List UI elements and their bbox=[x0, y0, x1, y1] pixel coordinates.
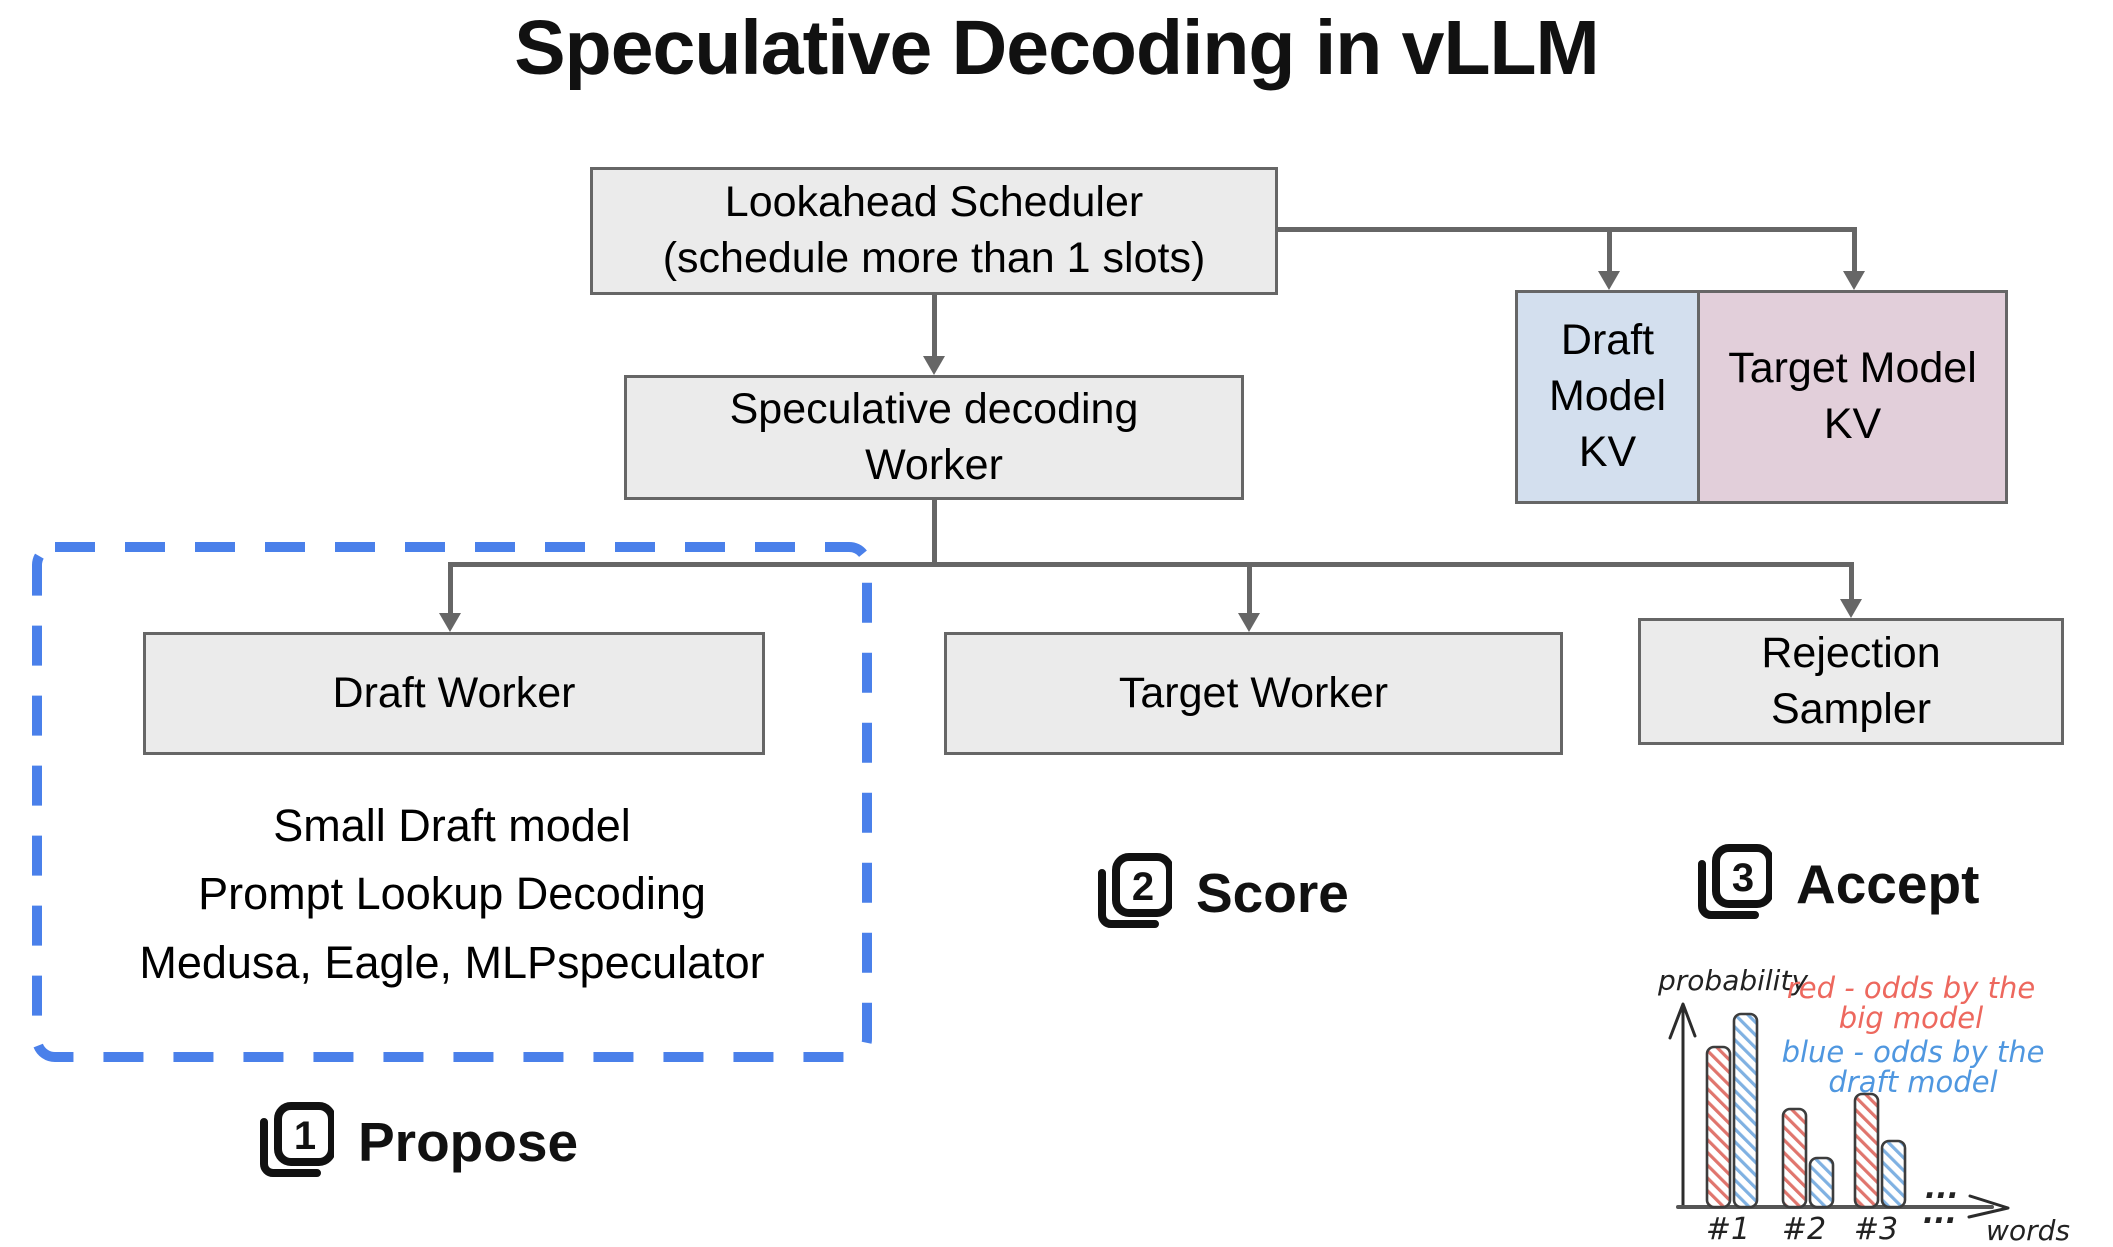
node-speculative-decoding-worker: Speculative decoding Worker bbox=[624, 375, 1244, 500]
rejection-sampler-line2: Sampler bbox=[1770, 684, 1932, 733]
step-3-number: 3 bbox=[1732, 856, 1754, 900]
node-lookahead-scheduler: Lookahead Scheduler (schedule more than … bbox=[590, 167, 1278, 295]
target-kv-line2: KV bbox=[1823, 400, 1882, 448]
step-2-pages-icon: 2 bbox=[1098, 853, 1172, 928]
y-axis-label: probability bbox=[1657, 964, 1808, 997]
arrowhead-into-target-kv bbox=[1843, 271, 1865, 290]
step-1-number: 1 bbox=[294, 1114, 316, 1158]
legend-red-line1: red - odds by the bbox=[1787, 971, 2035, 1005]
lookahead-scheduler-line1: Lookahead Scheduler bbox=[724, 178, 1144, 227]
spec-worker-line2: Worker bbox=[865, 440, 1003, 489]
category-label-#2: #2 bbox=[1782, 1212, 1826, 1247]
draft-kv-line1: Draft bbox=[1560, 316, 1655, 365]
draft-kv-line2: Model bbox=[1548, 372, 1667, 421]
lookahead-scheduler-line2: (schedule more than 1 slots) bbox=[662, 234, 1206, 282]
step-accept-label: Accept bbox=[1796, 853, 1980, 915]
bar-red-#2 bbox=[1781, 1107, 1808, 1209]
arrowhead-into-spec-worker bbox=[923, 356, 945, 375]
node-draft-model-kv: Draft Model KV bbox=[1515, 290, 1700, 504]
connector-drop-target-worker bbox=[1247, 562, 1252, 615]
category-label-#1: #1 bbox=[1706, 1212, 1750, 1247]
connector-fanout bbox=[448, 562, 1854, 567]
legend-blue-line2: draft model bbox=[1828, 1065, 1997, 1099]
draft-methods-line2: Prompt Lookup Decoding bbox=[198, 868, 706, 920]
x-axis-arrow bbox=[1967, 1194, 2010, 1219]
arrowhead-into-draft-worker bbox=[439, 613, 461, 632]
rejection-sampler-line1: Rejection bbox=[1761, 628, 1941, 677]
node-draft-worker: Draft Worker bbox=[143, 632, 765, 755]
step-3-pages-icon: 3 bbox=[1698, 844, 1772, 919]
draft-methods-line1: Small Draft model bbox=[273, 800, 631, 851]
arrowhead-into-rejection-sampler bbox=[1840, 599, 1862, 618]
draft-kv-line3: KV bbox=[1578, 427, 1637, 476]
propose-dashed-region bbox=[32, 542, 872, 1062]
ellipsis-above-axis: ... bbox=[1925, 1171, 1959, 1206]
bar-blue-#1 bbox=[1732, 1012, 1759, 1209]
ellipsis-below-axis: ... bbox=[1923, 1196, 1957, 1231]
arrowhead-into-target-worker bbox=[1238, 613, 1260, 632]
node-rejection-sampler: Rejection Sampler bbox=[1638, 618, 2064, 745]
probability-sketch-chart: #1 #2 #3 probability words ... ... red - o… bbox=[1657, 964, 2070, 1247]
legend-blue-line1: blue - odds by the bbox=[1782, 1035, 2045, 1069]
x-axis-label: words bbox=[1986, 1214, 2070, 1247]
target-worker-label: Target Worker bbox=[1118, 668, 1389, 717]
bar-red-#1 bbox=[1705, 1045, 1732, 1209]
step-score: 2 Score bbox=[1088, 851, 1349, 935]
step-accept: 3 Accept bbox=[1688, 842, 1979, 926]
node-target-worker: Target Worker bbox=[944, 632, 1563, 755]
connector-scheduler-to-kv bbox=[1278, 227, 1857, 232]
draft-worker-label: Draft Worker bbox=[332, 668, 576, 717]
step-score-label: Score bbox=[1196, 862, 1349, 924]
connector-drop-target-kv bbox=[1852, 227, 1857, 273]
bar-group bbox=[1705, 1012, 1907, 1209]
page-title: Speculative Decoding in vLLM bbox=[514, 5, 1599, 91]
bar-red-#3 bbox=[1853, 1092, 1880, 1209]
connector-drop-draft-kv bbox=[1607, 227, 1612, 273]
connector-worker-down bbox=[932, 499, 937, 565]
arrowhead-into-draft-kv bbox=[1598, 271, 1620, 290]
y-axis-arrow bbox=[1668, 1002, 1697, 1040]
connector-drop-rejection-sampler bbox=[1849, 562, 1854, 601]
dashed-border bbox=[32, 542, 872, 1062]
step-propose: 1 Propose bbox=[250, 1100, 578, 1184]
bar-blue-#2 bbox=[1808, 1156, 1835, 1209]
step-propose-label: Propose bbox=[358, 1111, 579, 1173]
bar-blue-#3 bbox=[1880, 1139, 1907, 1209]
step-1-pages-icon: 1 bbox=[260, 1102, 334, 1177]
target-kv-line1: Target Model bbox=[1728, 344, 1977, 393]
step-2-number: 2 bbox=[1132, 865, 1154, 909]
spec-worker-line1: Speculative decoding bbox=[729, 384, 1139, 433]
connector-scheduler-to-worker bbox=[932, 294, 937, 358]
connector-drop-draft-worker bbox=[448, 562, 453, 615]
category-label-#3: #3 bbox=[1854, 1212, 1898, 1247]
node-target-model-kv: Target Model KV bbox=[1697, 290, 2008, 504]
draft-methods-text: Small Draft model Prompt Lookup Decoding… bbox=[36, 792, 868, 997]
category-labels: #1 #2 #3 bbox=[1706, 1212, 1898, 1247]
legend-red-line2: big model bbox=[1839, 1001, 1983, 1035]
draft-methods-line3: Medusa, Eagle, MLPspeculator bbox=[139, 936, 765, 988]
